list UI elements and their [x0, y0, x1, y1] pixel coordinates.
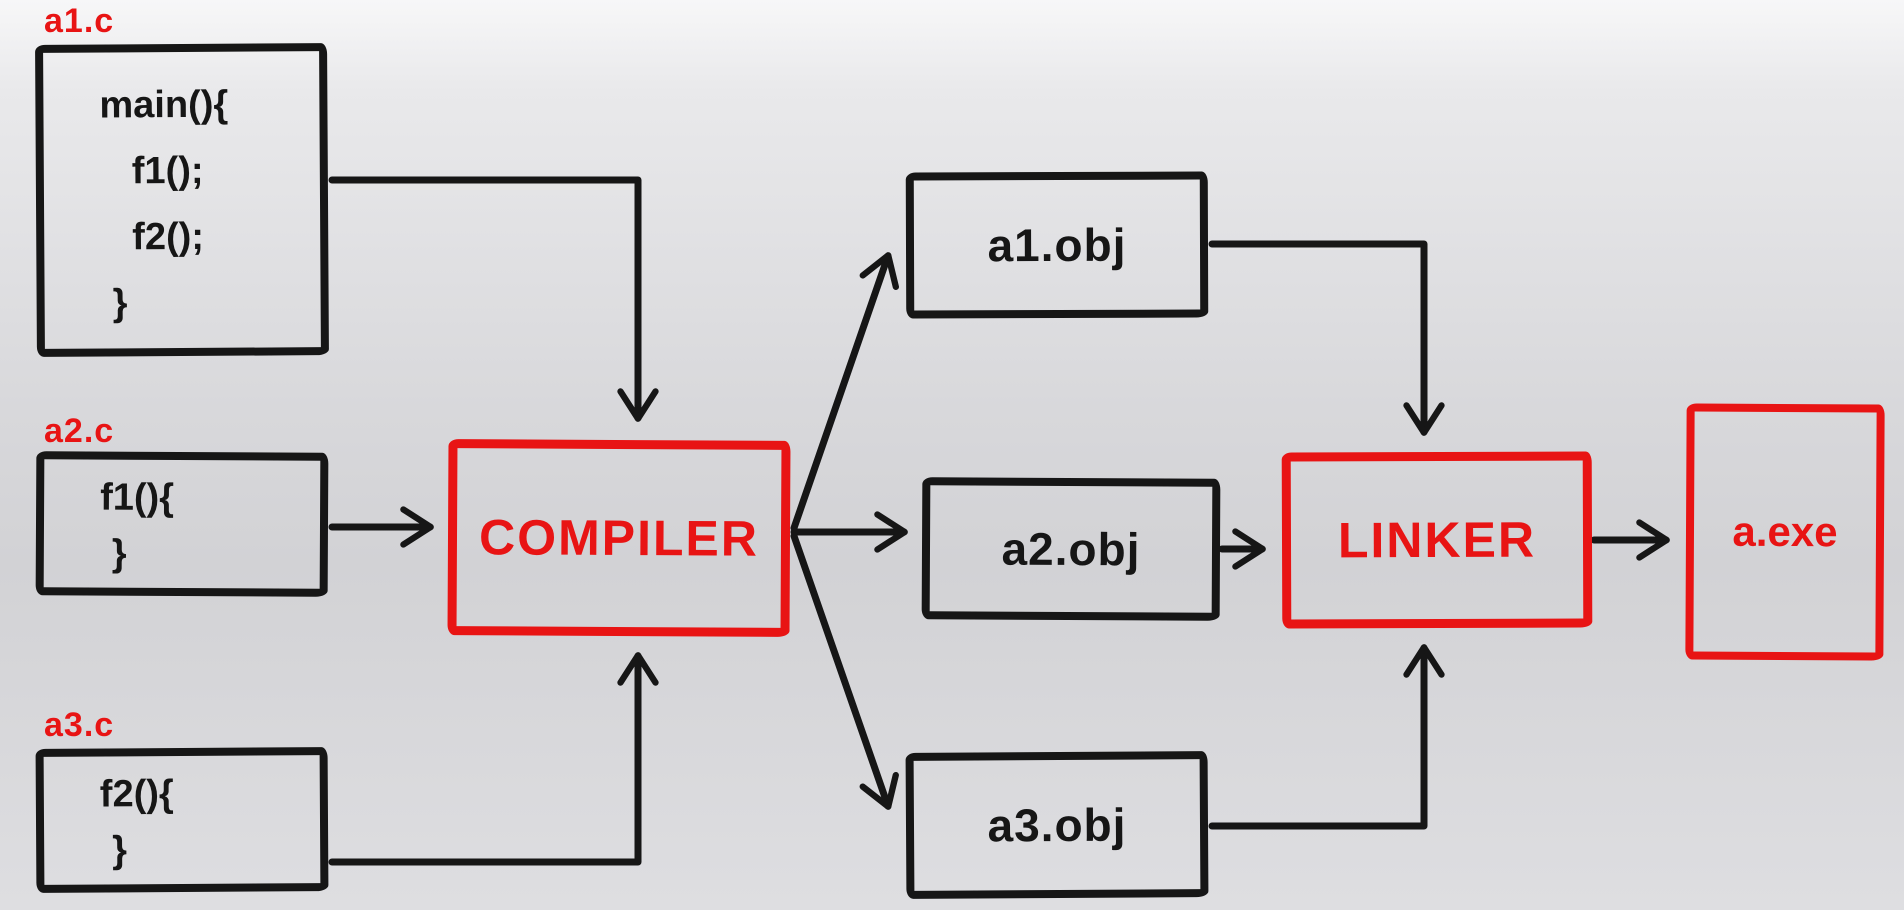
- arrow-a3c-to-compiler: [328, 652, 659, 866]
- linker-label: LINKER: [1337, 511, 1537, 569]
- arrow-compiler-to-a1obj: [790, 252, 900, 532]
- linker-box: LINKER: [1281, 451, 1593, 629]
- code-line: main(){: [99, 83, 229, 127]
- object-label-a1obj: a1.obj: [987, 218, 1127, 272]
- code-line: }: [111, 532, 127, 575]
- code-line: }: [112, 282, 128, 325]
- object-label-a3obj: a3.obj: [987, 798, 1127, 852]
- object-box-a2obj: a2.obj: [921, 477, 1221, 621]
- arrow-compiler-to-a3obj: [790, 532, 899, 810]
- arrow-a1obj-to-linker: [1208, 240, 1445, 436]
- code-line: f1(){: [100, 476, 175, 519]
- file-label-a1c: a1.c: [44, 2, 115, 40]
- arrow-a3obj-to-linker: [1208, 644, 1445, 830]
- file-label-a2c: a2.c: [44, 412, 115, 450]
- code-line: f2(){: [99, 773, 174, 816]
- source-box-a1c: main(){ f1(); f2(); }: [35, 43, 329, 357]
- code-line: }: [112, 829, 128, 872]
- source-box-a3c: f2(){ }: [35, 747, 329, 893]
- code-line: f1();: [131, 149, 204, 193]
- object-label-a2obj: a2.obj: [1001, 522, 1141, 576]
- object-box-a3obj: a3.obj: [905, 751, 1209, 899]
- executable-label: a.exe: [1732, 507, 1838, 556]
- file-label-a3c: a3.c: [44, 706, 115, 744]
- code-line: f2();: [132, 215, 205, 259]
- compiler-box: COMPILER: [447, 439, 791, 637]
- compiler-label: COMPILER: [478, 509, 760, 567]
- arrow-a1c-to-compiler: [328, 176, 659, 422]
- object-box-a1obj: a1.obj: [905, 171, 1209, 319]
- executable-box: a.exe: [1685, 403, 1885, 661]
- source-box-a2c: f1(){ }: [35, 451, 329, 597]
